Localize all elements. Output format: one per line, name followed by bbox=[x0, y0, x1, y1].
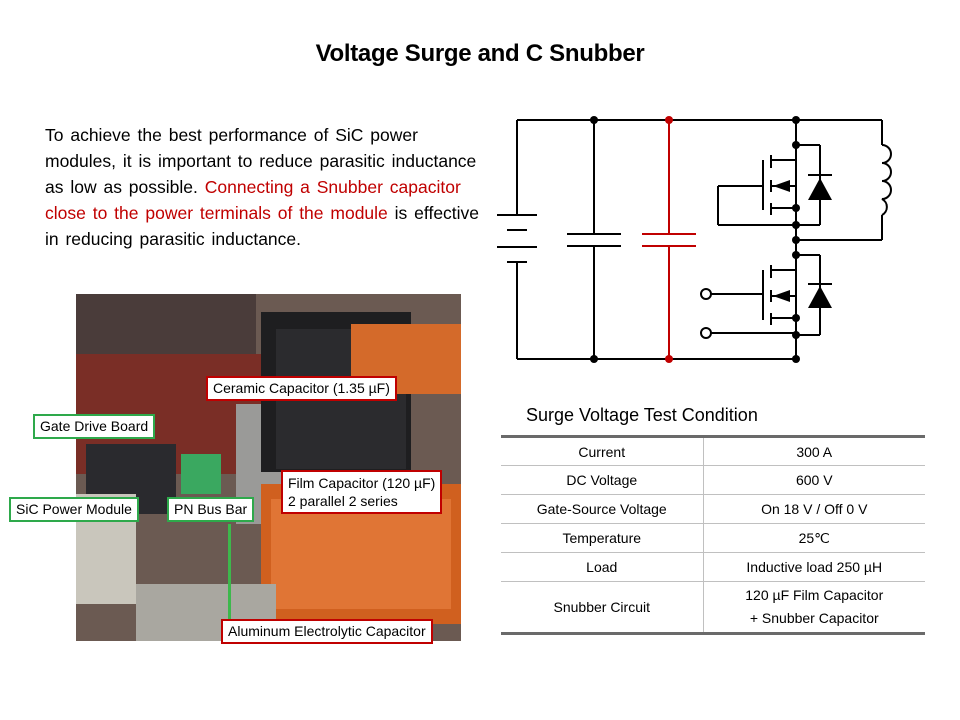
snubber-node-bottom bbox=[665, 355, 673, 363]
intro-highlight: Connecting a Snubber capacitor close to … bbox=[45, 177, 461, 223]
row-value: 120 µF Film Capacitor + Snubber Capacito… bbox=[703, 581, 925, 635]
callout-gate-drive-board: Gate Drive Board bbox=[33, 414, 156, 439]
upper-diode bbox=[808, 178, 832, 200]
row-label: Current bbox=[501, 435, 704, 466]
setup-photo bbox=[76, 294, 461, 641]
intro-text-1: To achieve the best performance of SiC p… bbox=[45, 125, 477, 197]
source-terminal bbox=[700, 327, 712, 339]
callout-aluminum-capacitor: Aluminum Electrolytic Capacitor bbox=[221, 619, 433, 644]
snubber-capacitor bbox=[642, 120, 696, 359]
row-value: 300 A bbox=[703, 435, 925, 466]
table-row: DC Voltage 600 V bbox=[501, 465, 925, 495]
row-value: On 18 V / Off 0 V bbox=[703, 494, 925, 524]
row-label: Snubber Circuit bbox=[501, 581, 704, 635]
table-row: Gate-Source Voltage On 18 V / Off 0 V bbox=[501, 494, 925, 524]
row-value-line1: 120 µF Film Capacitor bbox=[745, 587, 884, 603]
intro-paragraph: To achieve the best performance of SiC p… bbox=[45, 122, 485, 252]
table-row: Load Inductive load 250 µH bbox=[501, 552, 925, 582]
gate-terminal bbox=[700, 288, 712, 300]
callout-ceramic-capacitor: Ceramic Capacitor (1.35 µF) bbox=[206, 376, 397, 401]
callout-film-capacitor: Film Capacitor (120 µF) 2 parallel 2 ser… bbox=[281, 470, 443, 514]
intro-text-2: is effective in reducing parasitic induc… bbox=[45, 203, 480, 249]
row-label: Temperature bbox=[501, 523, 704, 553]
row-label: DC Voltage bbox=[501, 465, 704, 495]
upper-mosfet-arrow bbox=[773, 180, 790, 192]
row-value-line2: + Snubber Capacitor bbox=[749, 610, 879, 626]
slide-title: Voltage Surge and C Snubber bbox=[315, 40, 645, 67]
film-capacitor-line1: Film Capacitor (120 µF) bbox=[288, 475, 436, 491]
row-label: Load bbox=[501, 552, 704, 582]
callout-sic-power-module: SiC Power Module bbox=[9, 497, 139, 522]
row-value: 600 V bbox=[703, 465, 925, 495]
row-value: Inductive load 250 µH bbox=[703, 552, 925, 582]
table-title: Surge Voltage Test Condition bbox=[526, 405, 758, 425]
row-value: 25℃ bbox=[703, 523, 925, 553]
lower-mosfet-arrow bbox=[773, 290, 790, 302]
lower-diode bbox=[808, 286, 832, 308]
callout-pn-bus-bar: PN Bus Bar bbox=[167, 497, 255, 522]
row-label: Gate-Source Voltage bbox=[501, 494, 704, 524]
film-capacitor-line2: 2 parallel 2 series bbox=[288, 493, 398, 509]
table-row: Temperature 25℃ bbox=[501, 523, 925, 553]
inductor-coil bbox=[881, 144, 892, 216]
test-condition-table: Current 300 A DC Voltage 600 V Gate-Sour… bbox=[501, 435, 925, 635]
table-row: Snubber Circuit 120 µF Film Capacitor + … bbox=[501, 581, 925, 635]
snubber-node-top bbox=[665, 116, 673, 124]
table-row: Current 300 A bbox=[501, 435, 925, 466]
circuit-diagram bbox=[497, 116, 892, 363]
